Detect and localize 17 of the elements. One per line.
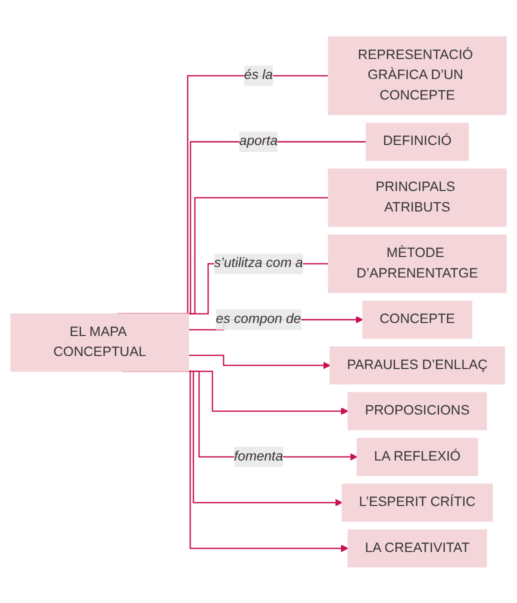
node-box: MÈTODE D’APRENENTATGE	[328, 234, 507, 293]
edge-label: aporta	[239, 134, 278, 148]
node-box: PROPOSICIONS	[348, 392, 487, 430]
node-box: DEFINICIÓ	[366, 122, 469, 160]
arrow	[188, 354, 330, 369]
edge-label: s’utilitza com a	[214, 256, 303, 270]
node-box: CONCEPTE	[362, 300, 472, 338]
node-box: EL MAPA CONCEPTUAL	[10, 312, 190, 372]
node-box: PARAULES D’ENLLAÇ	[330, 346, 505, 384]
node-box: LA REFLEXIÓ	[356, 437, 478, 476]
edge-label: fomenta	[234, 448, 283, 464]
node-box: LA CREATIVITAT	[348, 528, 487, 568]
edge-label: es compon de	[216, 312, 302, 326]
node-box: PRINCIPALS ATRIBUTS	[328, 168, 507, 227]
edge-label: és la	[244, 68, 273, 82]
node-box: REPRESENTACIÓ GRÀFICA D’UN CONCEPTE	[328, 36, 507, 115]
node-box: L’ESPERIT CRÍTIC	[342, 483, 493, 522]
